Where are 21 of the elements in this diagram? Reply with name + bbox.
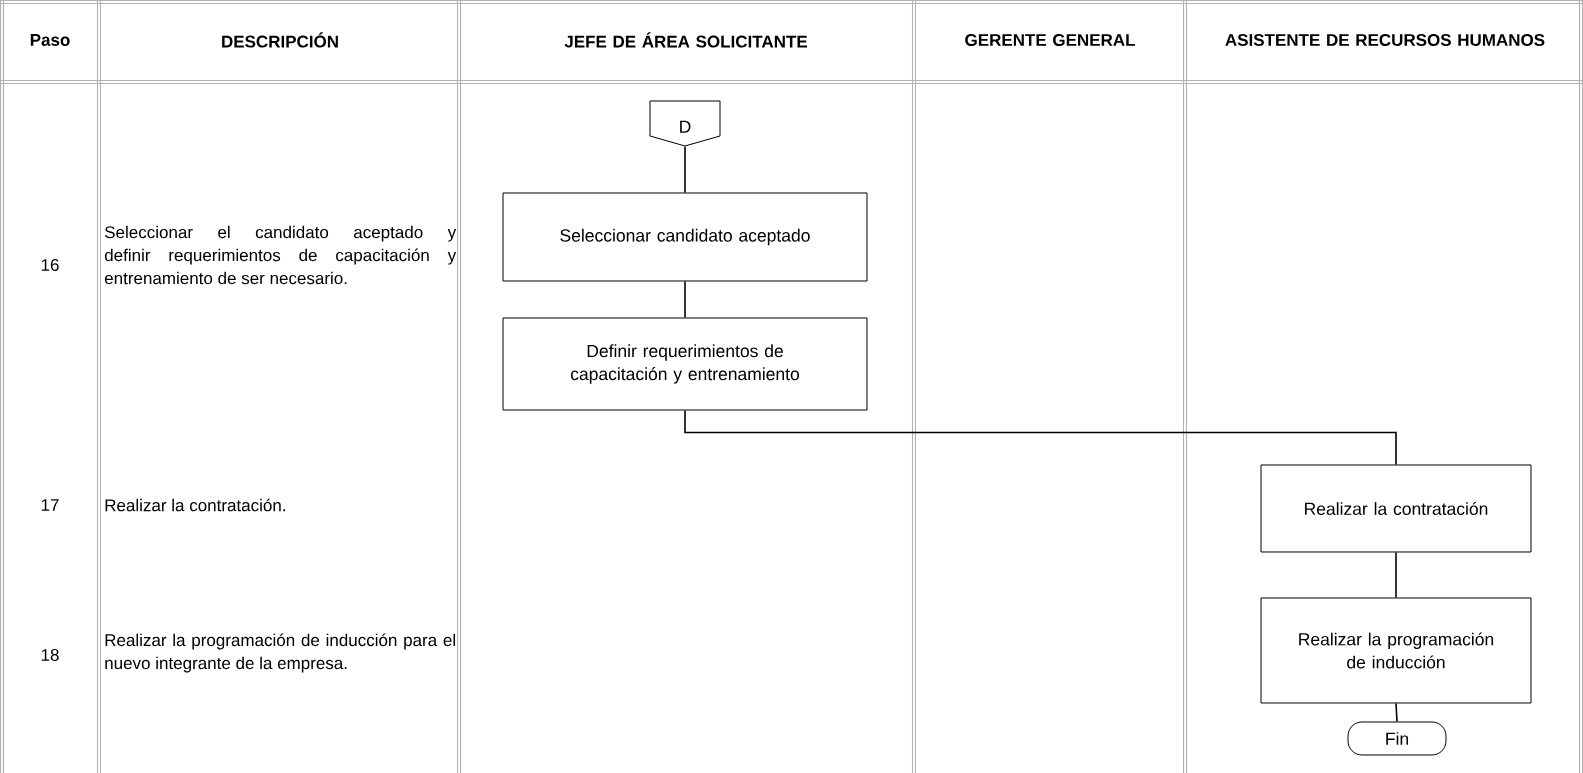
step-number: 17 xyxy=(41,499,59,511)
column-header: DESCRIPCIÓN xyxy=(222,32,338,48)
step-number: 18 xyxy=(41,648,59,661)
off-page-connector: D xyxy=(649,100,721,147)
process-box: Realizar la contratación xyxy=(1260,464,1532,553)
connector-line xyxy=(684,145,686,194)
process-box: Definir requerimientos de capacitación y entrenamiento xyxy=(502,317,868,411)
connector-line xyxy=(1395,702,1398,723)
step-number: 16 xyxy=(41,258,59,271)
column-header: ASISTENTE DE RECURSOS HUMANOS xyxy=(1225,33,1545,46)
column-header: JEFE DE ÁREA SOLICITANTE xyxy=(564,32,808,48)
connector-line xyxy=(684,280,686,319)
step-description: Realizar la contratación. xyxy=(105,498,285,512)
column-header: Paso xyxy=(30,34,70,46)
process-box: Seleccionar candidato aceptado xyxy=(502,192,868,282)
column-header: GERENTE GENERAL xyxy=(965,33,1135,46)
connector-line xyxy=(684,409,1397,466)
step-description: Realizar la programación de inducción para el nuevo integrante de la empresa. xyxy=(105,633,455,673)
step-description: Seleccionar el candidato aceptado y definir requerimientos de capacitación y entrenamiento de ser necesario. xyxy=(104,225,457,285)
process-box: Realizar la programación de inducción xyxy=(1260,597,1532,704)
connector-line xyxy=(1395,551,1397,599)
